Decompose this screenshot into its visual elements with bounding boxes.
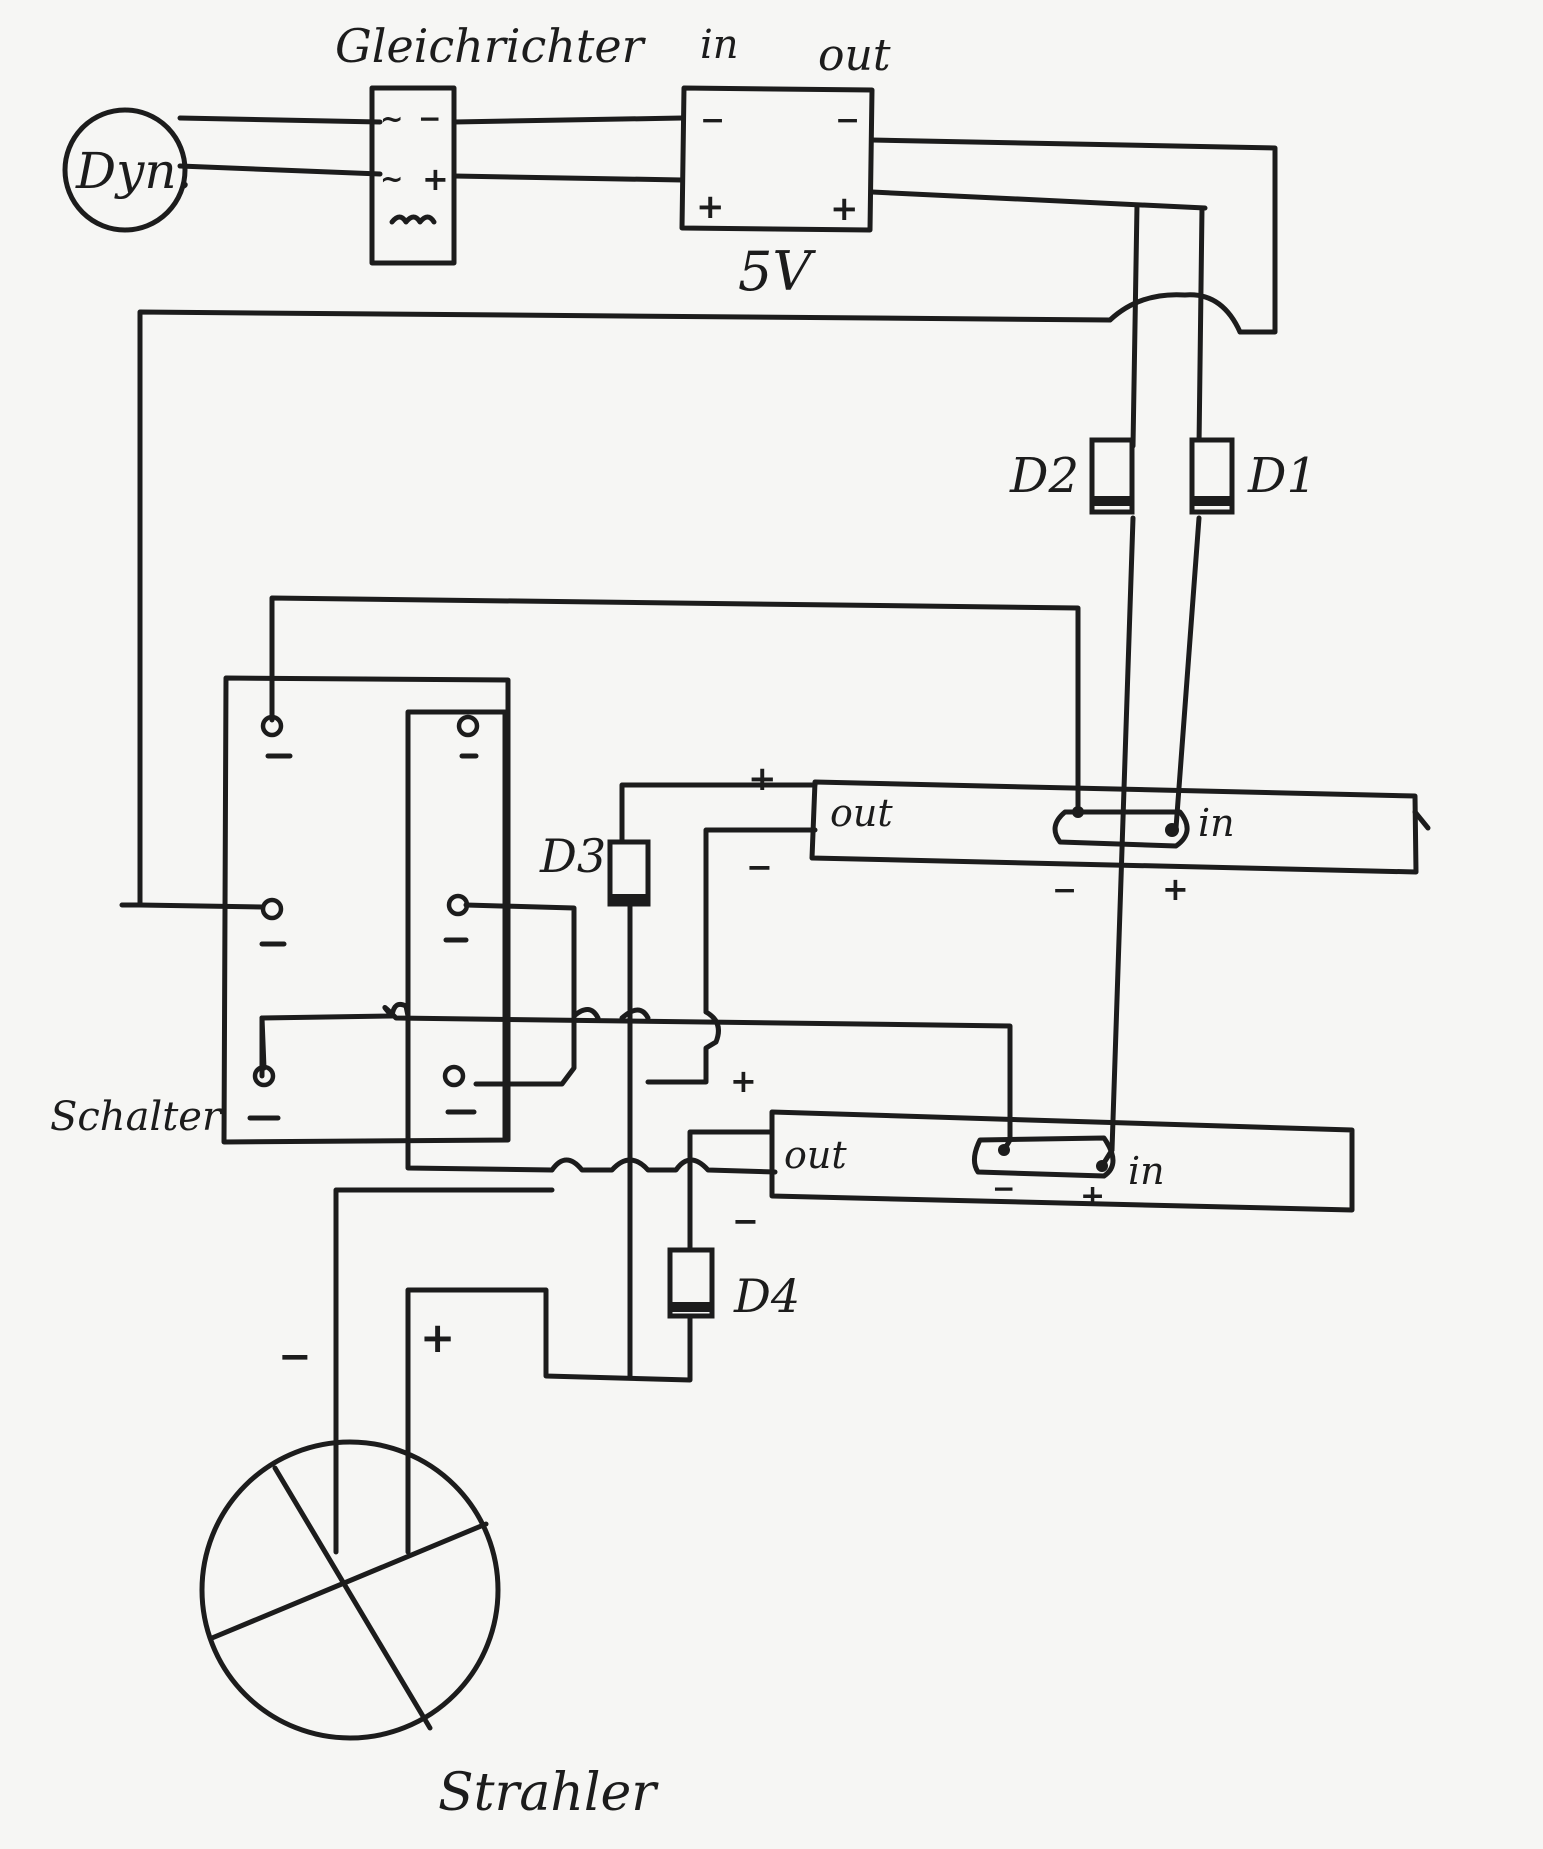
dynamo-circle [62,107,188,233]
wire-bottom-crossings [549,1157,778,1175]
wire-rect-reg-plus [451,173,685,183]
module-1-out-label: out [830,791,893,835]
wire-minus-return-left [119,309,1113,908]
module-2-box [769,1109,1355,1213]
module-1-minus-sign: − [1052,873,1077,908]
module-1-box [809,779,1419,875]
diode-d3-body [607,839,651,907]
wire-crossing-574 [571,1007,601,1021]
rectifier-plus: + [422,160,449,198]
wire-module1-out-minus [703,827,818,1015]
wire-reg-plus-out [869,189,1208,211]
wire-module2-out-plus [687,1129,775,1253]
module-1-pad-outline [1052,809,1190,849]
module-2-plus-sign: + [1080,1179,1105,1214]
switch-terminal-6 [442,1064,466,1088]
module-1-plus-sign: + [1162,870,1189,908]
regulator-box [679,85,875,233]
diode-d2: D2 [1009,437,1135,515]
regulator-in-plus: + [696,187,725,227]
wire-dyn-rect-2 [177,163,383,177]
wire-switch-to-module1-minus [269,595,1081,813]
wire-vertical-d1-lower [1173,515,1202,831]
diode-d1-label: D1 [1247,448,1317,504]
diode-d4-band [670,1302,712,1312]
module-2-out-minus-sign: − [732,1202,759,1240]
module-2-in-label: in [1128,1149,1165,1193]
wire-d2-to-module2 [1099,1147,1115,1169]
switch-terminal-1 [260,714,284,738]
diode-d3-label: D3 [539,829,606,883]
wire-switch-t4 [463,902,577,1087]
wire-crossing-arch [1107,292,1243,335]
dynamo-label: Dyn. [75,142,192,200]
diode-d1-band [1192,496,1232,506]
module-1-out-minus-sign: − [746,848,773,886]
diode-d1: D1 [1189,437,1317,515]
regulator-5v: in out 5V − − + + [679,22,891,303]
rectifier-label: Gleichrichter [335,19,647,73]
lamp-cross-1 [272,1465,433,1731]
wire-reg-minus-out [869,137,1278,335]
wire-module1-out-plus [619,782,818,845]
switch-terminal-3 [260,897,284,921]
module-2-minus-sign: − [992,1172,1015,1205]
rectifier-scribble [389,214,437,225]
lamp-plus-sign: + [420,1313,455,1362]
module-2-pad-outline [972,1135,1116,1179]
module-2-out-label: out [784,1133,847,1177]
diode-d2-label: D2 [1009,448,1079,504]
regulator-voltage-label: 5V [738,240,816,303]
regulator-in-minus: − [700,103,725,138]
regulator-out-label: out [818,30,891,81]
regulator-in-label: in [700,22,739,68]
wire-crossing-630 [619,1007,651,1021]
wire-to-module2-minus [1001,1137,1013,1153]
switch: Schalter [50,675,511,1145]
lamp-circle [199,1439,501,1741]
module-2: out in − + − [732,1109,1355,1240]
module-1-pad-minus [1072,806,1084,818]
switch-inner-box-top [408,709,508,1142]
module-1-out-plus-sign: + [748,759,777,799]
rectifier-minus: − [418,102,441,135]
dynamo: Dyn. [62,107,192,233]
rectifier-ac-1: ~ [380,102,403,135]
regulator-out-minus: − [835,103,860,138]
diode-d4: D4 [667,1247,800,1323]
switch-label: Schalter [50,1094,224,1140]
wire-minus-to-switch [137,902,265,910]
diode-d4-label: D4 [733,1269,800,1323]
regulator-out-plus: + [830,189,859,229]
rectifier: Gleichrichter ~ − ~ + [335,19,647,266]
wire-switch-inner-bottom [405,1012,555,1173]
lamp-cross-2 [209,1521,489,1641]
wire-d4-to-lamp-plus [405,1287,693,1555]
rectifier-ac-2: ~ [380,162,403,195]
switch-terminal-2 [456,714,480,738]
wire-vertical-d2-upper [1130,202,1140,449]
wire-crossing-switch-inner [389,1001,411,1019]
diode-d2-band [1092,496,1132,506]
wire-lamp-minus [333,1187,555,1555]
wire-switch-t5-row [259,1005,1013,1143]
diode-d3-band [610,894,648,904]
wire-module1-out-minus-crossing [645,1009,721,1085]
module-1-in-label: in [1198,801,1235,845]
lamp-minus-sign: − [278,1334,312,1380]
module1-minus-plus-sign: + [730,1062,757,1100]
lamp-label: Strahler [438,1763,659,1823]
diode-d3: D3 [539,829,651,907]
lamp: Strahler [199,1439,659,1823]
module-1-tail [1412,809,1431,831]
wire-rect-reg-minus [451,115,685,125]
wire-vertical-d1-upper [1196,205,1205,449]
wire-vertical-d2-lower [1109,515,1136,1153]
wire-dyn-rect-1 [177,115,383,125]
switch-outer-box [221,675,511,1145]
wire-d1-to-module1 [1169,825,1179,833]
module-1: out in − + + − [746,759,1419,908]
